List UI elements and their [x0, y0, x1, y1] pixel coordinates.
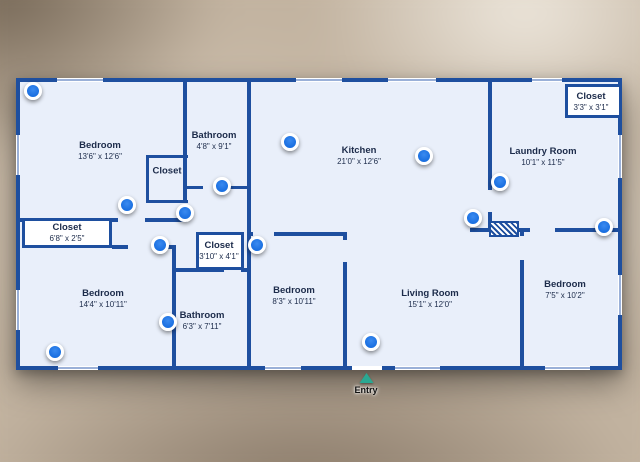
- room-name: Bathroom: [179, 309, 225, 321]
- window: [532, 78, 562, 82]
- window: [395, 366, 440, 370]
- pano-marker-2[interactable]: [281, 133, 299, 151]
- entry-label: Entry: [354, 385, 378, 395]
- room-name: Closet: [204, 239, 234, 251]
- room-dimensions: 4'8" x 9'1": [196, 141, 232, 151]
- window: [265, 366, 301, 370]
- room-name: Closet: [576, 90, 606, 102]
- window: [618, 275, 622, 315]
- room-name: Bedroom: [79, 139, 121, 151]
- room-dimensions: 13'6" x 12'6": [78, 151, 122, 161]
- room-name: Bedroom: [273, 284, 315, 296]
- room-name: Bedroom: [82, 287, 124, 299]
- wall: [520, 228, 524, 236]
- wall: [555, 228, 618, 232]
- room-dimensions: 8'3" x 10'11": [272, 296, 316, 306]
- hatched-fixture: [489, 221, 519, 237]
- wall: [225, 186, 247, 189]
- pano-marker-6[interactable]: [213, 177, 231, 195]
- pano-marker-14[interactable]: [362, 333, 380, 351]
- entry-arrow-icon: [358, 373, 373, 383]
- wall: [146, 200, 188, 203]
- wall: [146, 155, 149, 203]
- room-name: Kitchen: [341, 144, 377, 156]
- window: [618, 135, 622, 178]
- closet-center-room: [196, 232, 244, 270]
- room-name: Living Room: [401, 287, 459, 299]
- wall: [241, 268, 251, 272]
- window: [57, 78, 103, 82]
- wall: [187, 186, 203, 189]
- room-name: Bathroom: [191, 129, 237, 141]
- pano-marker-5[interactable]: [118, 196, 136, 214]
- room-dimensions: 3'10" x 4'1": [199, 251, 239, 261]
- room-name: Closet: [52, 221, 82, 233]
- wall: [247, 82, 251, 232]
- pano-marker-8[interactable]: [151, 236, 169, 254]
- pano-marker-7[interactable]: [176, 204, 194, 222]
- entry-indicator: Entry: [354, 373, 378, 395]
- wall: [488, 82, 492, 190]
- room-dimensions: 3'3" x 3'1": [573, 102, 609, 112]
- pano-marker-4[interactable]: [491, 173, 509, 191]
- wall: [247, 232, 251, 366]
- room-dimensions: 14'4" x 10'11": [79, 299, 127, 309]
- wall: [145, 218, 187, 222]
- entry-door-opening: [352, 366, 382, 370]
- room-label-closet-hall: Closet: [152, 165, 182, 178]
- room-dimensions: 7'5" x 10'2": [545, 290, 585, 300]
- wall: [112, 245, 128, 249]
- closet-left-room: [22, 218, 112, 248]
- pano-marker-9[interactable]: [248, 236, 266, 254]
- window: [388, 78, 436, 82]
- room-dimensions: 6'8" x 2'5": [49, 233, 85, 243]
- pano-marker-3[interactable]: [415, 147, 433, 165]
- pano-marker-10[interactable]: [464, 209, 482, 227]
- room-dimensions: 15'1" x 12'0": [408, 299, 452, 309]
- pano-marker-13[interactable]: [46, 343, 64, 361]
- window: [58, 366, 98, 370]
- wall: [172, 268, 224, 272]
- wall: [274, 232, 347, 236]
- wall: [183, 82, 187, 200]
- wall: [343, 262, 347, 366]
- window: [16, 290, 20, 330]
- room-name: Bedroom: [544, 278, 586, 290]
- pano-marker-1[interactable]: [24, 82, 42, 100]
- floorplan: [16, 78, 622, 370]
- wall: [343, 232, 347, 240]
- wall: [146, 155, 188, 158]
- wall: [520, 260, 524, 366]
- wall: [172, 245, 176, 366]
- pano-marker-11[interactable]: [595, 218, 613, 236]
- room-name: Closet: [152, 165, 182, 177]
- room-dimensions: 6'3" x 7'11": [182, 321, 222, 331]
- room-name: Laundry Room: [509, 145, 577, 157]
- room-dimensions: 10'1" x 11'5": [521, 157, 565, 167]
- pano-marker-12[interactable]: [159, 313, 177, 331]
- window: [545, 366, 590, 370]
- window: [16, 135, 20, 175]
- room-dimensions: 21'0" x 12'6": [337, 156, 381, 166]
- window: [296, 78, 342, 82]
- closet-top-right-room: [565, 84, 622, 118]
